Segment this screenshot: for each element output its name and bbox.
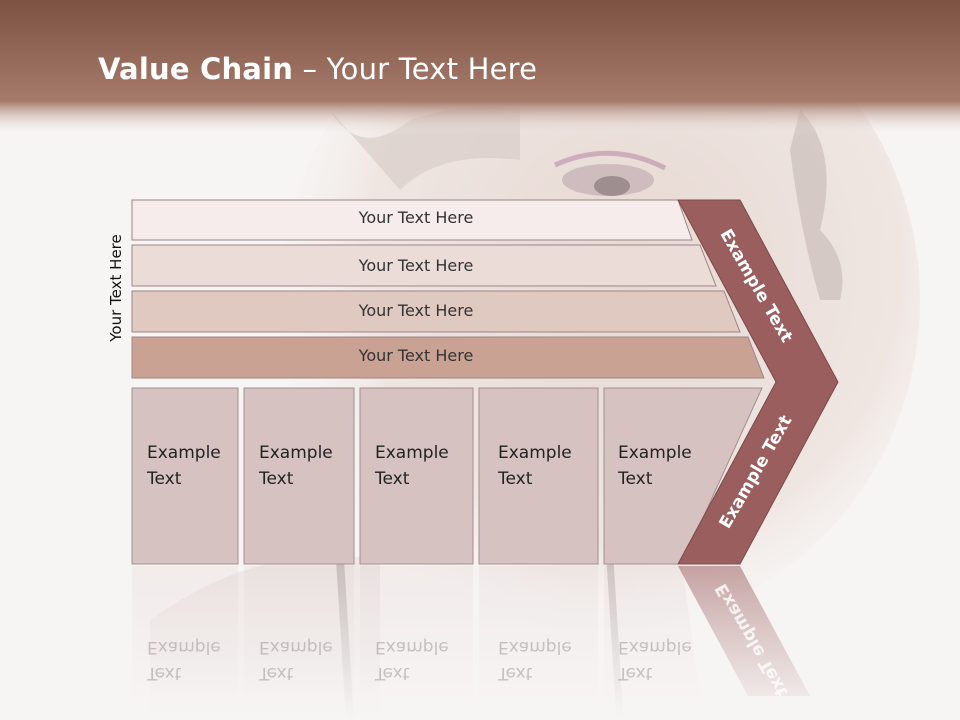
row-label-4: Your Text Here xyxy=(358,346,474,365)
row-bar-1 xyxy=(131,199,693,241)
cell-4 xyxy=(478,387,599,565)
row-bar-4 xyxy=(131,336,765,379)
row-label-2: Your Text Here xyxy=(358,256,474,275)
cell-2 xyxy=(243,387,355,565)
row-bar-2 xyxy=(131,244,717,287)
row-label-3: Your Text Here xyxy=(358,301,474,320)
row-label-1: Your Text Here xyxy=(358,208,474,227)
slide-title: Value Chain – Your Text Here xyxy=(98,52,538,86)
row-bar-3 xyxy=(131,290,741,333)
cell-1 xyxy=(131,387,239,565)
side-label: Your Text Here xyxy=(107,234,125,342)
